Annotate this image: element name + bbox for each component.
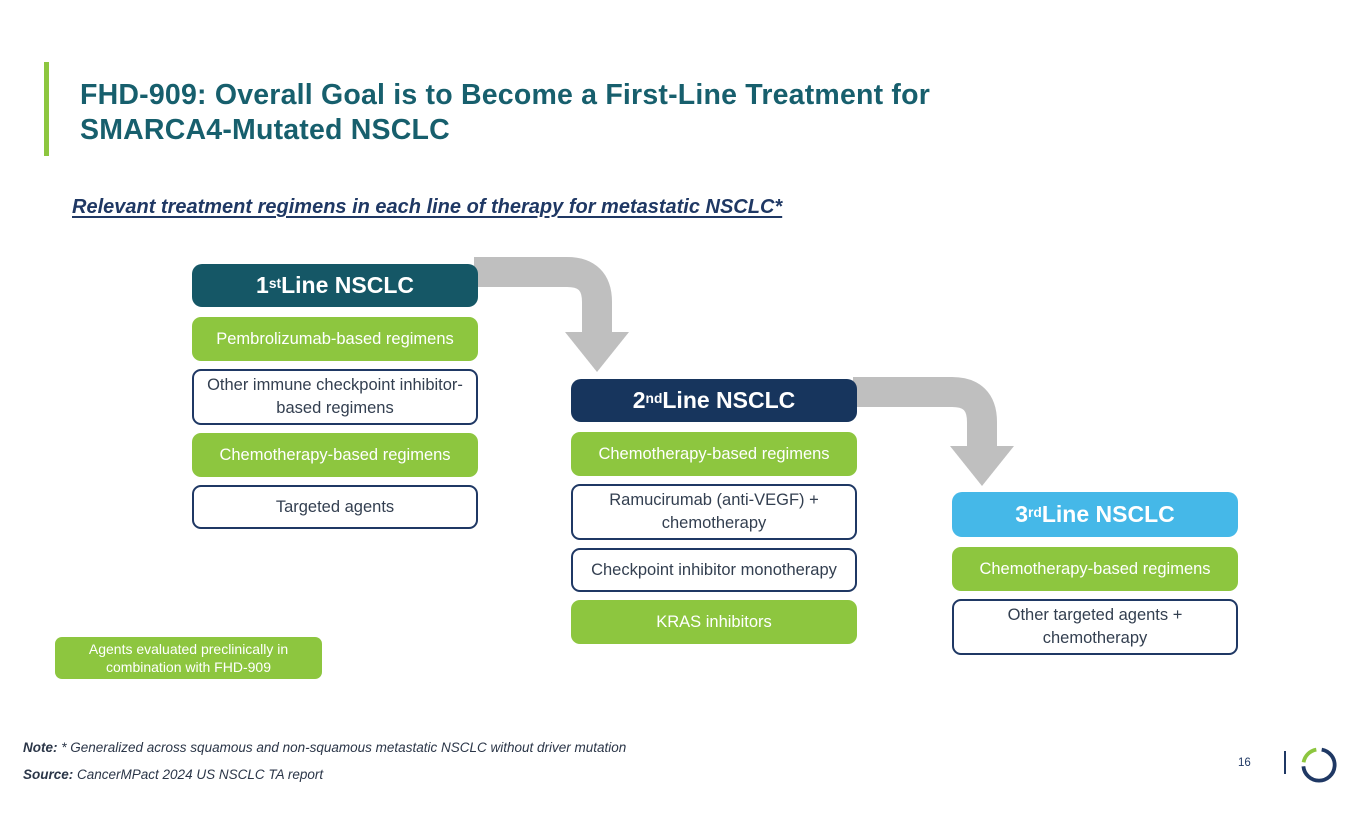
header-text: Line NSCLC	[281, 272, 414, 298]
slide-title-line2: SMARCA4-Mutated NSCLC	[80, 114, 450, 146]
foghorn-ring-logo-icon	[1301, 747, 1337, 783]
footnote-source-label: Source:	[23, 767, 74, 782]
regimen-box: Chemotherapy-based regimens	[192, 433, 478, 477]
header-ordinal: st	[268, 275, 282, 291]
slide-subtitle: Relevant treatment regimens in each line…	[72, 196, 783, 218]
header-text: Line NSCLC	[1041, 501, 1175, 527]
slide-title: FHD-909: Overall Goal is to Become a Fir…	[80, 78, 1260, 148]
footnote-note-label: Note:	[23, 740, 58, 755]
regimen-box: KRAS inhibitors	[571, 600, 857, 644]
page-number: 16	[1238, 757, 1251, 769]
header-number: 2	[632, 387, 646, 413]
arrow-line1-to-line2	[474, 257, 629, 372]
regimen-box: Chemotherapy-based regimens	[952, 547, 1238, 591]
header-text: Line NSCLC	[662, 387, 796, 413]
header-number: 1	[256, 272, 269, 298]
footnote-source: Source: CancerMPact 2024 US NSCLC TA rep…	[23, 767, 323, 782]
page-number-separator	[1284, 751, 1286, 774]
header-number: 3	[1015, 501, 1029, 527]
regimen-box: Pembrolizumab-based regimens	[192, 317, 478, 361]
header-ordinal: nd	[645, 390, 663, 406]
footnote-source-text: CancerMPact 2024 US NSCLC TA report	[73, 767, 324, 782]
regimen-box: Other targeted agents + chemotherapy	[952, 599, 1238, 655]
title-accent-bar	[44, 62, 49, 156]
header-ordinal: rd	[1028, 504, 1042, 520]
footnote-note: Note: * Generalized across squamous and …	[23, 740, 626, 755]
footnote-note-text: * Generalized across squamous and non-sq…	[57, 740, 627, 755]
slide-title-line1: FHD-909: Overall Goal is to Become a Fir…	[80, 79, 930, 111]
arrow-line2-to-line3	[853, 377, 1014, 486]
regimen-box: Other immune checkpoint inhibitor-based …	[192, 369, 478, 425]
regimen-box: Chemotherapy-based regimens	[571, 432, 857, 476]
regimen-box: Ramucirumab (anti-VEGF) + chemotherapy	[571, 484, 857, 540]
regimen-box: Targeted agents	[192, 485, 478, 529]
legend-green-key: Agents evaluated preclinically in combin…	[55, 637, 322, 679]
regimen-box: Checkpoint inhibitor monotherapy	[571, 548, 857, 592]
